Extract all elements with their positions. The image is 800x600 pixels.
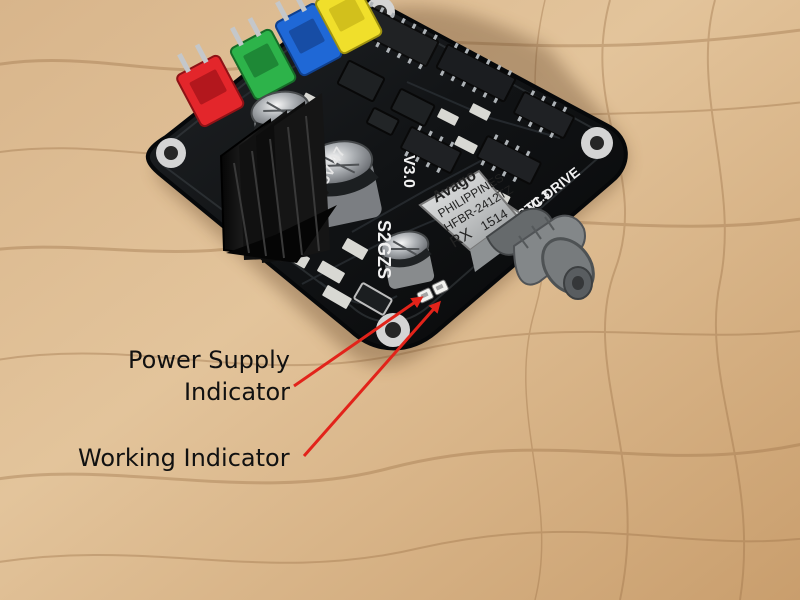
connector-headers (176, 0, 383, 128)
working-indicator-arrow (302, 300, 441, 457)
power-indicator-arrow (293, 296, 424, 388)
board-version-text: V3.0 (400, 155, 417, 188)
power-supply-label-line-1: Power Supply (128, 346, 290, 374)
fiber-receiver: Avago PHILIPPINES HFBR-2412TZ RX 1514 (418, 167, 595, 300)
heatsink (219, 93, 337, 263)
working-indicator-label: Working Indicator (78, 444, 290, 472)
board-model-text: S2GZS (374, 220, 394, 279)
power-supply-indicator-label: Power Supply Indicator (128, 344, 290, 408)
power-supply-label-line-2: Indicator (183, 378, 290, 406)
